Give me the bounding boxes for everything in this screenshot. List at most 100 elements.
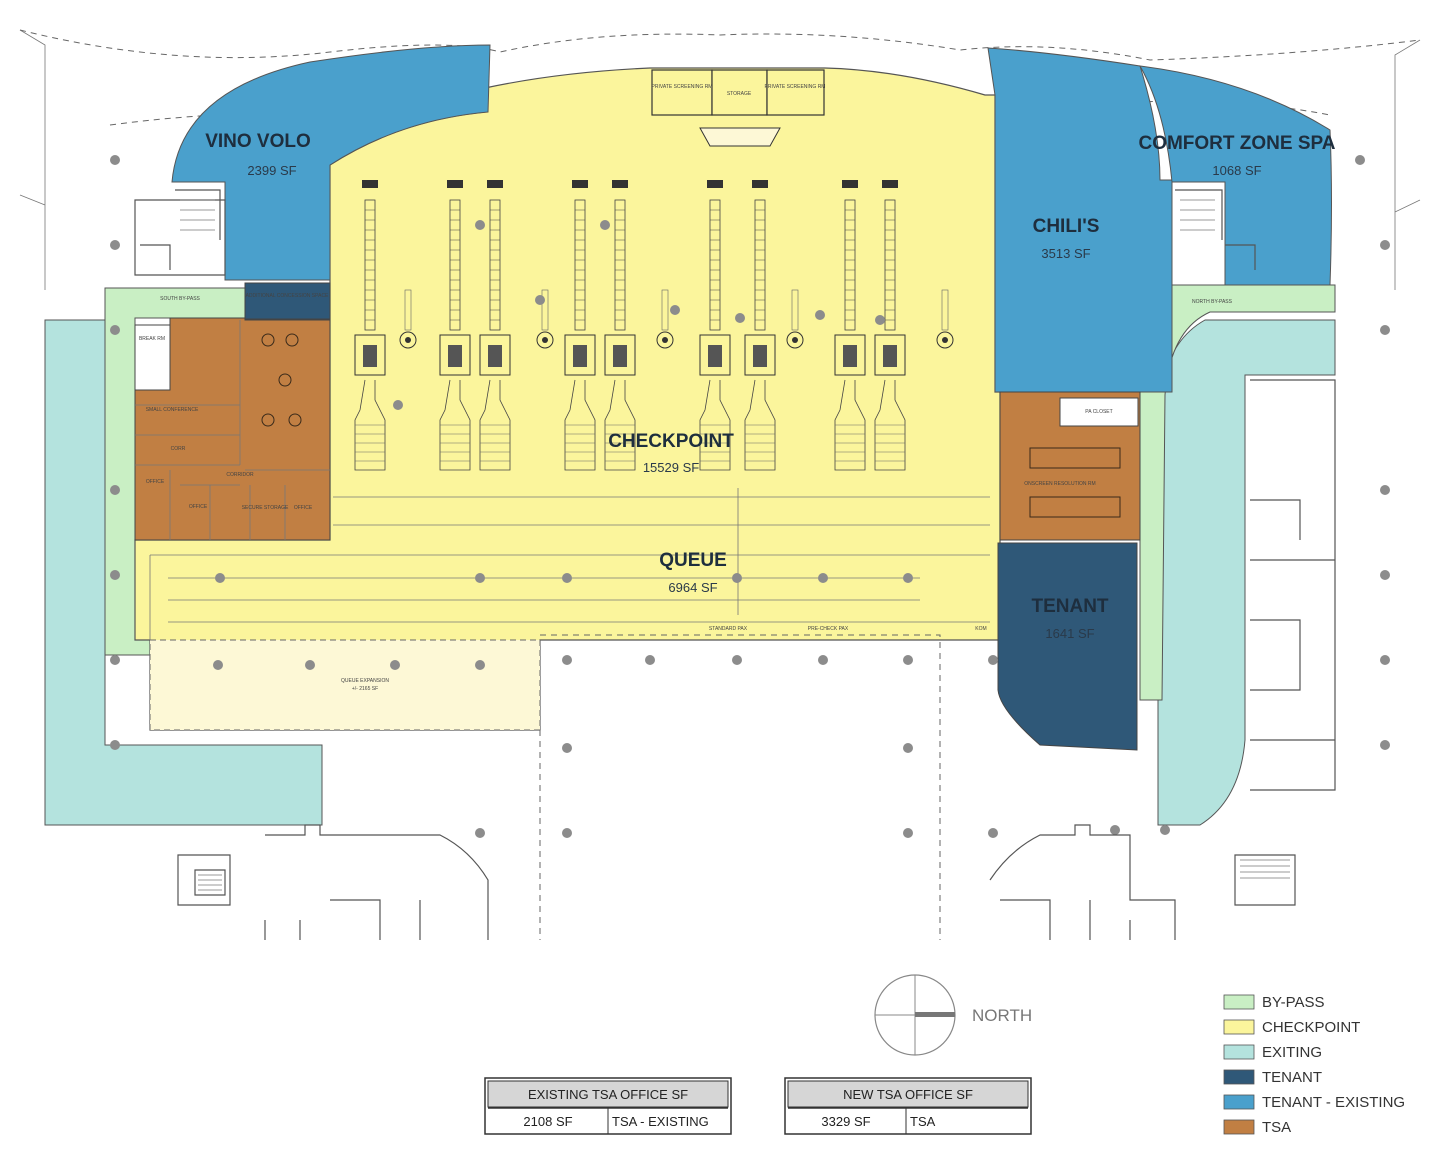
column-marker (110, 485, 120, 495)
column-marker (1380, 655, 1390, 665)
column-marker (562, 655, 572, 665)
column-marker (475, 660, 485, 670)
chilis-name: CHILI'S (1033, 216, 1100, 237)
body-scanner (399, 289, 417, 349)
column-marker (1380, 570, 1390, 580)
office-label-1: OFFICE (146, 479, 165, 485)
screening-lane (604, 180, 636, 471)
column-marker (1380, 325, 1390, 335)
column-marker (475, 573, 485, 583)
column-marker (903, 743, 913, 753)
screening-lane (479, 180, 511, 471)
tenant-existing-zones (171, 44, 1332, 393)
column-marker (645, 655, 655, 665)
column-marker (1380, 485, 1390, 495)
comfort-zone-name: COMFORT ZONE SPA (1138, 133, 1335, 154)
legend-swatch (1223, 1069, 1255, 1085)
new-table-type: TSA (910, 1114, 936, 1129)
legend-label: TENANT (1262, 1069, 1322, 1086)
column-marker (875, 315, 885, 325)
column-marker (903, 828, 913, 838)
column-marker (110, 155, 120, 165)
column-marker (670, 305, 680, 315)
tenant-name: TENANT (1031, 596, 1108, 617)
north-bypass-label: NORTH BY-PASS (1192, 299, 1233, 305)
legend-item: CHECKPOINT (1223, 1019, 1360, 1036)
column-marker (110, 570, 120, 580)
column-marker (1160, 825, 1170, 835)
legend-item: EXITING (1223, 1044, 1322, 1061)
secure-storage-label: SECURE STORAGE (242, 505, 289, 511)
column-marker (213, 660, 223, 670)
column-marker (818, 655, 828, 665)
column-marker (1380, 240, 1390, 250)
private-screening-right-label: PRIVATE SCREENING RM (765, 84, 826, 90)
legend-item: TENANT (1223, 1069, 1322, 1086)
checkpoint-area: 15529 SF (643, 460, 699, 475)
new-table-area: 3329 SF (821, 1114, 870, 1129)
column-marker (110, 740, 120, 750)
legend-label: CHECKPOINT (1262, 1019, 1360, 1036)
private-screening-left-label: PRIVATE SCREENING RM (652, 84, 713, 90)
column-marker (390, 660, 400, 670)
queue-expansion-label: QUEUE EXPANSION (341, 678, 389, 684)
corr-label: CORR (171, 446, 186, 452)
screening-lanes (354, 180, 954, 471)
new-table-title: NEW TSA OFFICE SF (843, 1087, 973, 1102)
structural-columns (110, 155, 1390, 838)
column-marker (732, 655, 742, 665)
comfort-zone-area: 1068 SF (1212, 163, 1261, 178)
precheck-pax-label: PRE-CHECK PAX (808, 626, 849, 632)
corridor-label: CORRIDOR (226, 472, 254, 478)
existing-tsa-table: EXISTING TSA OFFICE SF 2108 SF TSA - EXI… (484, 1077, 732, 1135)
legend-swatch (1223, 1019, 1255, 1035)
column-marker (305, 660, 315, 670)
screening-lane (834, 180, 866, 471)
kom-label: KOM (975, 626, 986, 632)
column-marker (562, 573, 572, 583)
checkpoint-name: CHECKPOINT (608, 431, 734, 452)
legend-swatch (1223, 994, 1255, 1010)
body-scanner (536, 289, 554, 349)
body-scanner (656, 289, 674, 349)
storage-label: STORAGE (727, 91, 752, 97)
area-labels: VINO VOLO 2399 SF COMFORT ZONE SPA 1068 … (205, 131, 1336, 641)
vino-volo-area: 2399 SF (247, 163, 296, 178)
body-scanner (786, 289, 804, 349)
legend-label: TSA (1262, 1119, 1291, 1136)
standard-pax-label: STANDARD PAX (709, 626, 748, 632)
column-marker (393, 400, 403, 410)
legend-swatch (1223, 1044, 1255, 1060)
column-marker (110, 325, 120, 335)
queue-name: QUEUE (659, 550, 727, 571)
vino-volo-name: VINO VOLO (205, 131, 311, 152)
column-marker (475, 220, 485, 230)
queue-area: 6964 SF (668, 580, 717, 595)
column-marker (903, 573, 913, 583)
private-screening-block: PRIVATE SCREENING RM STORAGE PRIVATE SCR… (651, 69, 826, 147)
column-marker (735, 313, 745, 323)
office-label-2: OFFICE (189, 504, 208, 510)
column-marker (110, 240, 120, 250)
column-marker (110, 655, 120, 665)
legend-item: BY-PASS (1223, 994, 1325, 1011)
legend-label: EXITING (1262, 1044, 1322, 1061)
column-marker (903, 655, 913, 665)
queue-expansion-area: +/- 2165 SF (352, 686, 378, 692)
column-marker (1110, 825, 1120, 835)
tenant-area: 1641 SF (1045, 626, 1094, 641)
column-marker (732, 573, 742, 583)
column-marker (535, 295, 545, 305)
column-marker (1355, 155, 1365, 165)
column-marker (818, 573, 828, 583)
office-label-3: OFFICE (294, 505, 313, 511)
south-bypass-label: SOUTH BY-PASS (160, 296, 200, 302)
pa-closet-label: PA CLOSET (1085, 409, 1112, 415)
column-marker (475, 828, 485, 838)
north-compass: NORTH (874, 974, 1032, 1056)
existing-table-area: 2108 SF (523, 1114, 572, 1129)
column-marker (562, 828, 572, 838)
screening-lane (699, 180, 731, 471)
additional-concession-label: ADDITIONAL CONCESSION SPACE (246, 293, 329, 299)
